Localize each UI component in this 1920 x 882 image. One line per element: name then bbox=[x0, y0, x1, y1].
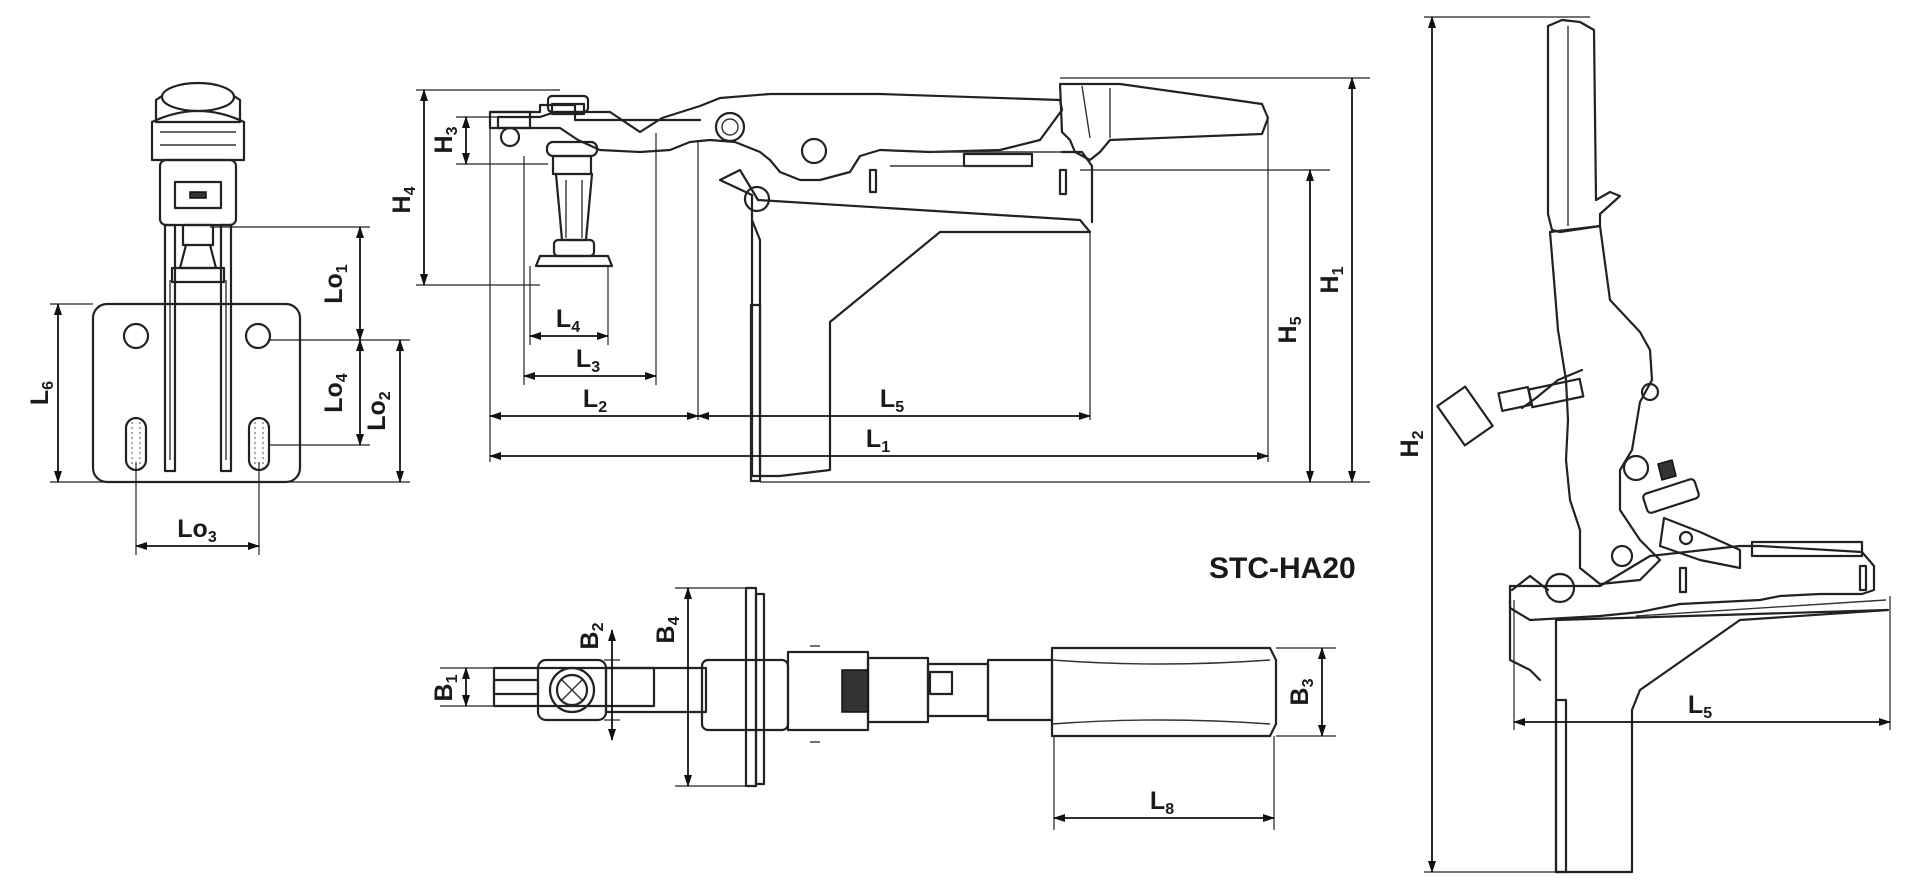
svg-text:Lo1: Lo1 bbox=[320, 264, 351, 304]
label-b2: B2 bbox=[576, 622, 607, 649]
label-h1: H1 bbox=[1316, 266, 1347, 293]
label-l5: L5 bbox=[880, 385, 904, 416]
svg-text:B2: B2 bbox=[576, 622, 607, 649]
label-h2: H2 bbox=[1396, 430, 1427, 457]
svg-text:H3: H3 bbox=[430, 126, 461, 153]
label-lo3: Lo3 bbox=[177, 515, 217, 546]
svg-text:H1: H1 bbox=[1316, 266, 1347, 293]
svg-text:B1: B1 bbox=[430, 674, 461, 701]
dimension-lines bbox=[54, 16, 1891, 873]
label-l1: L1 bbox=[866, 425, 890, 456]
label-l8: L8 bbox=[1150, 787, 1174, 818]
svg-text:L4: L4 bbox=[556, 305, 580, 336]
label-lo1: Lo1 bbox=[320, 264, 351, 304]
label-l5b: L5 bbox=[1688, 691, 1712, 722]
svg-text:Lo3: Lo3 bbox=[177, 515, 217, 546]
label-lo4: Lo4 bbox=[320, 373, 351, 413]
label-b1: B1 bbox=[430, 674, 461, 701]
svg-text:Lo4: Lo4 bbox=[320, 373, 351, 413]
front-view bbox=[91, 81, 302, 484]
label-h3: H3 bbox=[430, 126, 461, 153]
top-view bbox=[492, 586, 1278, 788]
label-h4: H4 bbox=[388, 186, 419, 213]
svg-text:L5: L5 bbox=[880, 385, 904, 416]
side-view bbox=[488, 82, 1270, 483]
label-b3: B3 bbox=[1286, 678, 1317, 705]
svg-text:H2: H2 bbox=[1396, 430, 1427, 457]
dimension-labels: Lo1 Lo4 Lo2 L6 Lo3 H3 H4 L4 L3 L2 L5 bbox=[26, 126, 1712, 818]
label-l2: L2 bbox=[583, 385, 607, 416]
svg-text:L8: L8 bbox=[1150, 787, 1174, 818]
svg-text:L2: L2 bbox=[583, 385, 607, 416]
label-h5: H5 bbox=[1274, 316, 1305, 343]
label-l3: L3 bbox=[576, 345, 600, 376]
label-l6: L6 bbox=[26, 381, 57, 405]
svg-text:L6: L6 bbox=[26, 381, 57, 405]
svg-text:B4: B4 bbox=[652, 616, 683, 643]
label-lo2: Lo2 bbox=[363, 391, 394, 431]
svg-text:Lo2: Lo2 bbox=[363, 391, 394, 431]
label-l4: L4 bbox=[556, 305, 580, 336]
extension-lines bbox=[50, 16, 1590, 873]
model-label: STC-HA20 bbox=[1209, 552, 1356, 585]
svg-text:H5: H5 bbox=[1274, 316, 1305, 343]
svg-text:H4: H4 bbox=[388, 186, 419, 213]
svg-text:L1: L1 bbox=[866, 425, 890, 456]
svg-text:L3: L3 bbox=[576, 345, 600, 376]
svg-text:B3: B3 bbox=[1286, 678, 1317, 705]
svg-text:L5: L5 bbox=[1688, 691, 1712, 722]
label-b4: B4 bbox=[652, 616, 683, 643]
right-view bbox=[1436, 18, 1891, 874]
